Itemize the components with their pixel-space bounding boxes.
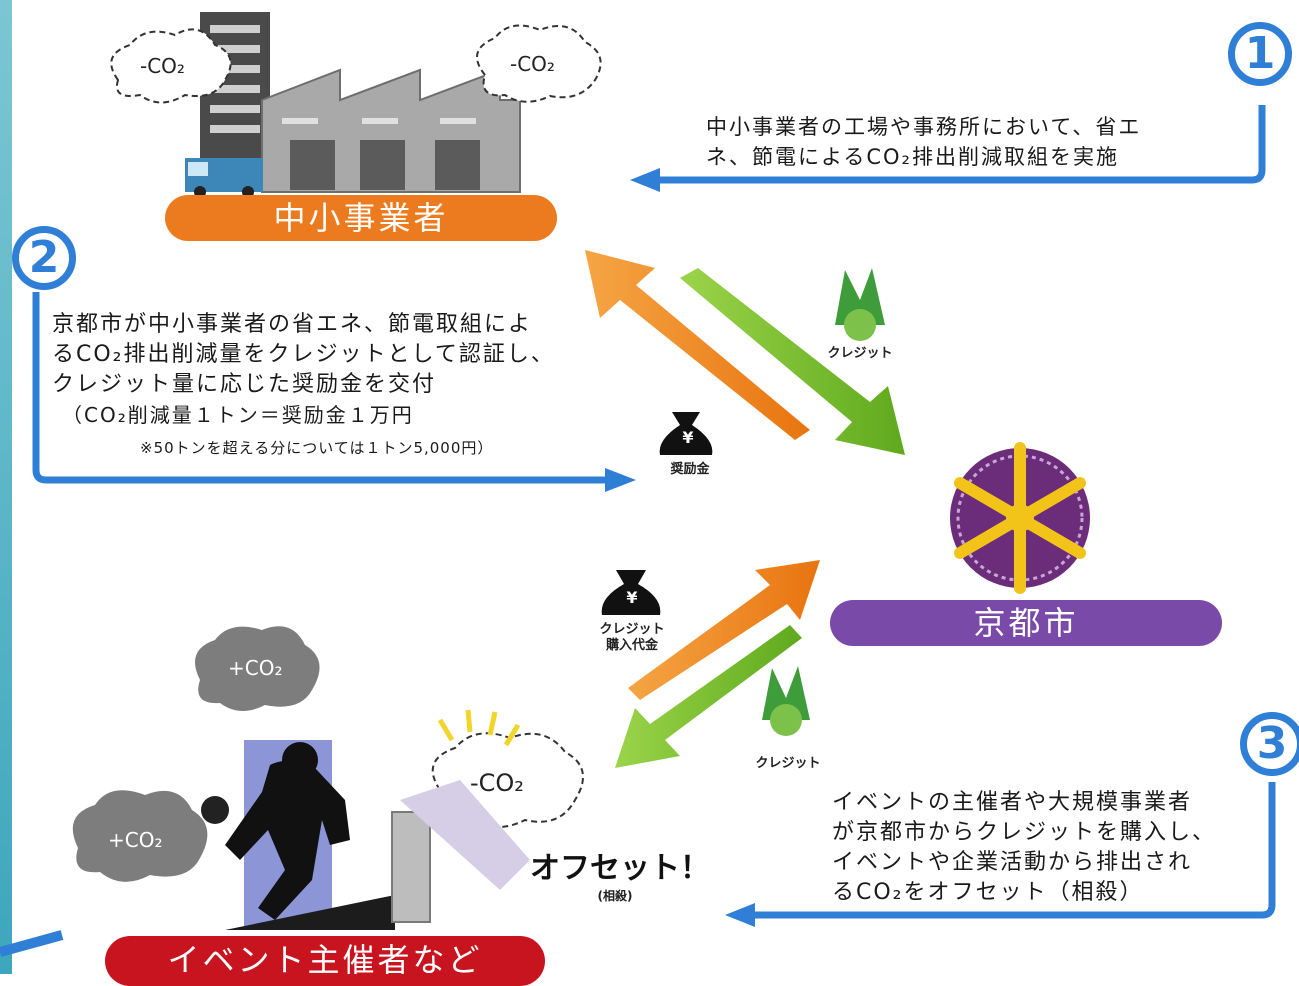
actor-event-pill: イベント主催者など xyxy=(105,936,545,986)
credit-mascot-icon-top xyxy=(835,268,885,341)
arrow-credit-to-event xyxy=(615,625,802,768)
step-3-line-4: るCO₂をオフセット（相殺） xyxy=(832,880,1144,905)
step-1-line-2: ネ、節電によるCO₂排出削減取組を実施 xyxy=(706,145,1119,169)
step-2-line-4: （CO₂削減量１トン＝奨励金１万円 xyxy=(62,403,414,427)
step-3-line-3: イベントや企業活動から排出され xyxy=(832,850,1193,875)
frame-left-accent xyxy=(0,0,12,974)
step-3-line-1: イベントの主催者や大規模事業者 xyxy=(832,790,1193,815)
credit-label-top: クレジット xyxy=(827,346,893,361)
incentive-label: 奨励金 xyxy=(670,462,710,477)
cloud-label-minus-co2-right: -CO₂ xyxy=(510,52,555,76)
cloud-plus-co2-bottom xyxy=(72,790,208,882)
cloud-minus-co2-left xyxy=(110,28,232,104)
actor-sme-pill: 中小事業者 xyxy=(165,195,557,241)
step-2-line-5: ※50トンを超える分については１トン5,000円） xyxy=(140,439,494,457)
offset-sub-label: (相殺) xyxy=(597,889,633,903)
arrow-credit-to-city xyxy=(680,268,905,455)
flow-line-step1 xyxy=(630,105,1266,192)
step-1-line-1: 中小事業者の工場や事務所において、省エ xyxy=(706,115,1142,139)
credit-label-bottom: クレジット xyxy=(755,756,821,771)
yen-mark-incentive: ¥ xyxy=(682,428,694,447)
cloud-label-plus-co2-bottom: +CO₂ xyxy=(108,828,163,852)
factory-illustration xyxy=(185,12,521,198)
offset-label: オフセット！ xyxy=(530,851,710,886)
step-2-line-1: 京都市が中小事業者の省エネ、節電取組によ xyxy=(52,312,533,337)
step-2-badge: 2 xyxy=(12,226,76,290)
credit-purchase-label-2: 購入代金 xyxy=(605,638,658,653)
cloud-minus-co2-right xyxy=(476,24,602,103)
cloud-label-minus-co2-event: -CO₂ xyxy=(470,769,524,797)
credit-purchase-label-1: クレジット xyxy=(599,622,665,637)
money-bag-icon-purchase xyxy=(601,570,661,615)
step-2-line-2: るCO₂排出削減量をクレジットとして認証し、 xyxy=(52,342,555,367)
event-illustration xyxy=(201,709,530,930)
cloud-label-plus-co2-top: +CO₂ xyxy=(228,656,283,680)
yen-mark-purchase: ¥ xyxy=(626,588,638,607)
credit-mascot-icon-bottom xyxy=(762,666,810,736)
step-1-badge: 1 xyxy=(1228,22,1292,86)
cloud-label-minus-co2-left: -CO₂ xyxy=(140,54,185,78)
kyoto-city-emblem xyxy=(950,442,1090,594)
flow-line-step3 xyxy=(725,782,1276,927)
flow-line-step2 xyxy=(32,292,636,492)
flow-line-bottom-left xyxy=(0,930,64,957)
cloud-plus-co2-top xyxy=(195,626,320,712)
money-bag-icon-incentive xyxy=(659,412,713,455)
step-2-line-3: クレジット量に応じた奨励金を交付 xyxy=(52,372,437,397)
actor-city-pill: 京都市 xyxy=(830,600,1222,646)
step-3-line-2: が京都市からクレジットを購入し、 xyxy=(832,820,1217,845)
arrow-incentive-to-sme xyxy=(585,250,810,440)
arrow-payment-to-city xyxy=(628,560,820,700)
step-3-badge: 3 xyxy=(1240,712,1299,776)
